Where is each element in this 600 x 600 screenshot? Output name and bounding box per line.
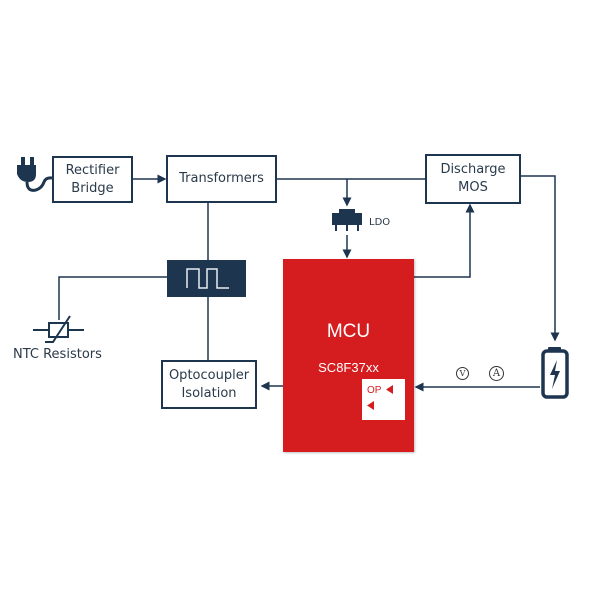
op-amp-triangle-icon (367, 401, 374, 410)
op-amp-block: OP (362, 379, 405, 420)
wire-pwm-ntc (58, 276, 167, 320)
voltmeter-icon: V (456, 367, 469, 380)
power-plug-icon (17, 157, 53, 192)
battery-charging-icon (541, 347, 569, 399)
ntc-resistors-label: NTC Resistors (13, 347, 102, 362)
discharge-mos-block[interactable]: Discharge MOS (425, 154, 521, 204)
mcu-part-number: SC8F37xx (318, 360, 379, 375)
rectifier-bridge-block[interactable]: Rectifier Bridge (52, 156, 133, 203)
op-amp-triangle-icon (386, 385, 393, 394)
op-label: OP (367, 385, 382, 396)
ammeter-icon: A (489, 366, 504, 381)
pwm-square-wave-icon (186, 268, 229, 289)
ldo-label: LDO (369, 217, 391, 228)
wire-mcu-discharge (414, 203, 475, 278)
wire-discharge-battery (521, 175, 560, 342)
mcu-block[interactable]: MCU SC8F37xx OP (283, 259, 414, 452)
ntc-thermistor-icon (33, 315, 84, 343)
ldo-regulator-icon (332, 209, 362, 231)
optocoupler-isolation-block[interactable]: Optocoupler Isolation (161, 360, 257, 409)
mcu-title: MCU (326, 321, 371, 342)
pwm-block[interactable] (167, 260, 246, 297)
transformers-block[interactable]: Transformers (166, 155, 277, 203)
